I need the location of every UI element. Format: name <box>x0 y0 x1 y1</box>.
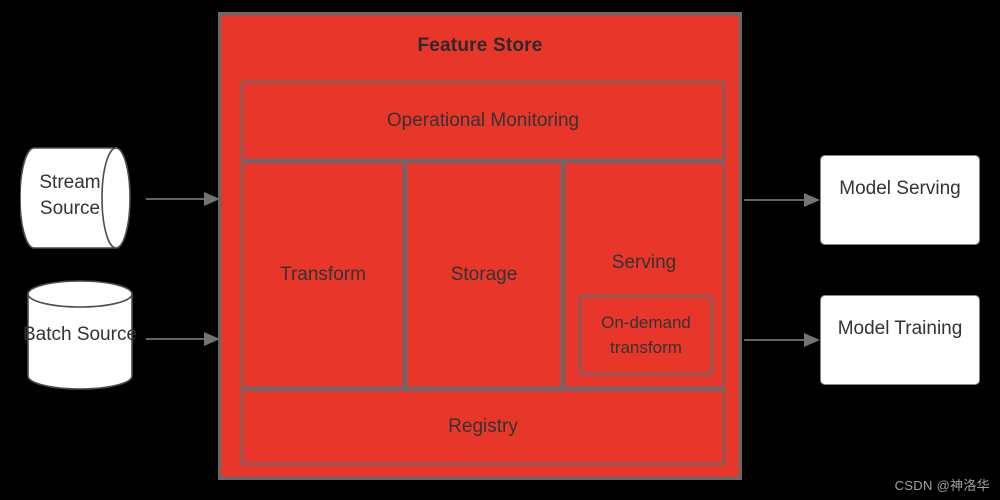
model-training-label: Model Training <box>837 318 963 339</box>
operational-monitoring-label: Operational Monitoring <box>386 110 580 131</box>
arrow-store-to-model-training <box>744 330 822 350</box>
panel-serving[interactable]: Serving On-demand transform <box>563 161 725 389</box>
registry-label: Registry <box>448 416 518 437</box>
panel-on-demand-transform[interactable]: On-demand transform <box>579 295 713 375</box>
watermark: CSDN @神洛华 <box>894 478 990 493</box>
panel-operational-monitoring[interactable]: Operational Monitoring <box>241 81 725 161</box>
model-training-node[interactable]: Model Training <box>820 295 980 385</box>
feature-store-container[interactable]: Feature Store Operational Monitoring Tra… <box>218 12 742 480</box>
arrow-store-to-model-serving <box>744 190 822 210</box>
panel-transform[interactable]: Transform <box>241 161 405 389</box>
model-serving-label: Model Serving <box>839 178 961 199</box>
feature-store-title: Feature Store <box>417 35 543 56</box>
serving-label: Serving <box>611 252 677 273</box>
cylinder-vertical-icon <box>27 280 133 390</box>
cylinder-horizontal-icon <box>20 147 131 249</box>
transform-label: Transform <box>280 264 366 285</box>
arrow-stream-to-store <box>146 189 222 209</box>
stream-source-node[interactable]: Stream Source <box>20 140 140 256</box>
arrow-batch-to-store <box>146 329 222 349</box>
panel-registry[interactable]: Registry <box>241 389 725 465</box>
panel-storage[interactable]: Storage <box>405 161 563 389</box>
batch-source-node[interactable]: Batch Source <box>20 278 140 392</box>
model-serving-node[interactable]: Model Serving <box>820 155 980 245</box>
storage-label: Storage <box>450 264 518 285</box>
on-demand-transform-label: On-demand transform <box>601 313 691 357</box>
